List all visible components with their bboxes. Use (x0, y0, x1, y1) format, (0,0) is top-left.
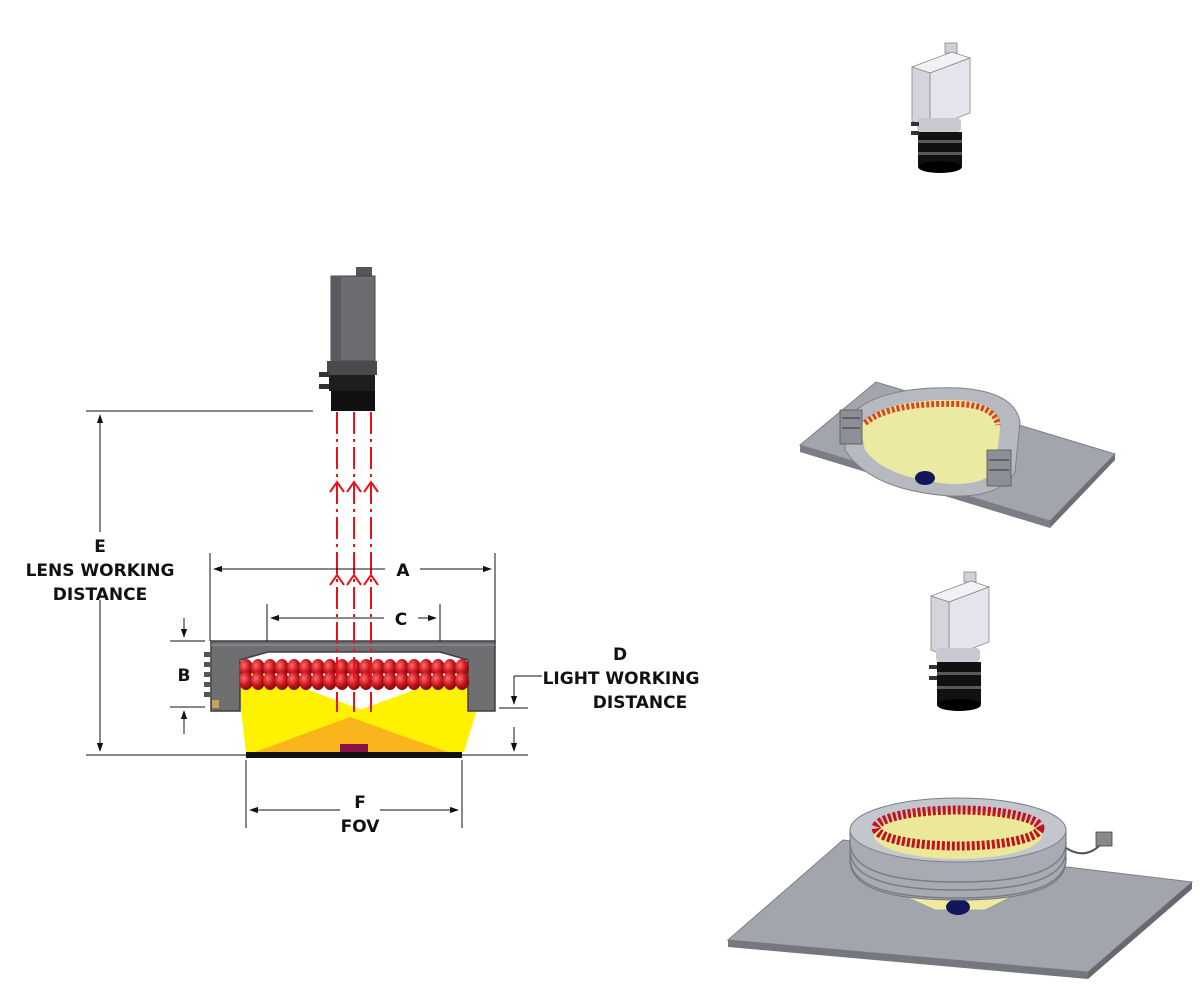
label-d-line1: LIGHT WORKING (543, 669, 700, 689)
led-bulb (371, 659, 385, 677)
camera (319, 267, 377, 411)
led-bulb (311, 672, 325, 690)
led-bulb (407, 672, 421, 690)
led-bulb (311, 659, 325, 677)
led-bulb (443, 672, 457, 690)
led-bulb (263, 659, 277, 677)
led-bulb (383, 672, 397, 690)
led-bulb (323, 659, 337, 677)
led-array (239, 659, 469, 690)
led-bulb (275, 672, 289, 690)
led-bulb (287, 659, 301, 677)
led-bulb (335, 672, 349, 690)
led-bulb (371, 672, 385, 690)
led-bulb (431, 672, 445, 690)
label-e-line2: DISTANCE (53, 585, 147, 605)
led-bulb (419, 659, 433, 677)
camera-rays (329, 412, 379, 712)
label-f-line2: FOV (341, 817, 381, 837)
light-beams (237, 670, 487, 753)
led-bulb (239, 659, 253, 677)
led-bulb (263, 672, 277, 690)
full-assembly-view (726, 797, 1194, 979)
label-f-letter: F (354, 793, 366, 813)
ring-light-housing (204, 640, 496, 712)
label-e-letter: E (94, 537, 106, 557)
led-bulb (395, 659, 409, 677)
led-bulb (323, 672, 337, 690)
led-bulb (335, 659, 349, 677)
target-part (340, 744, 368, 753)
dimension-lines (86, 410, 542, 828)
label-a: A (396, 561, 410, 581)
led-bulb (251, 672, 265, 690)
led-bulb (383, 659, 397, 677)
led-bulb (359, 672, 373, 690)
led-bulb (299, 672, 313, 690)
label-d-letter: D (613, 645, 627, 665)
led-bulb (299, 659, 313, 677)
led-bulb (431, 659, 445, 677)
half-section-view (798, 381, 1116, 528)
label-b: B (178, 666, 191, 686)
led-bulb (395, 672, 409, 690)
label-e-line1: LENS WORKING (26, 561, 175, 581)
led-bulb (359, 659, 373, 677)
led-bulb (275, 659, 289, 677)
led-bulb (347, 672, 361, 690)
camera-view-bottom (929, 571, 991, 711)
led-bulb (419, 672, 433, 690)
led-bulb (455, 659, 469, 677)
base-plate (246, 752, 462, 758)
led-bulb (407, 659, 421, 677)
label-d-line2: DISTANCE (593, 693, 687, 713)
led-bulb (287, 672, 301, 690)
led-bulb (455, 672, 469, 690)
dimension-labels: E LENS WORKING DISTANCE A C B D LIGHT WO… (26, 537, 700, 837)
led-bulb (251, 659, 265, 677)
led-bulb (443, 659, 457, 677)
label-c: C (395, 610, 407, 630)
camera-view-top (910, 42, 972, 173)
led-bulb (239, 672, 253, 690)
